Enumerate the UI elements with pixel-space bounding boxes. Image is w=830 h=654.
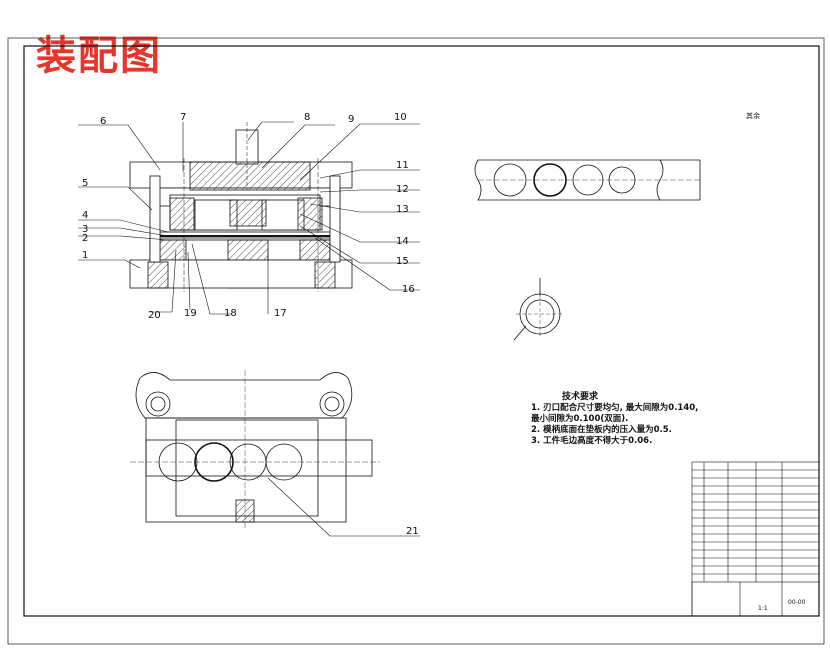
callout-17: 17	[274, 308, 287, 319]
callout-18: 18	[224, 308, 237, 319]
callout-16: 16	[402, 284, 415, 295]
strip-layout	[474, 159, 701, 201]
drawing-number: 00-00	[788, 599, 806, 606]
callout-9: 9	[348, 114, 354, 125]
callout-10: 10	[394, 112, 407, 123]
callout-5: 5	[82, 178, 88, 189]
callout-19: 19	[184, 308, 197, 319]
callout-labels: 1 2 3 4 5 6 7 8 9 10 11 12 13 14 15 16 1…	[82, 112, 419, 537]
callout-13: 13	[396, 204, 409, 215]
part-detail	[513, 278, 564, 341]
tech-requirement-line-3: 2. 模柄底面在垫板内的压入量为0.5.	[531, 425, 672, 435]
callout-4: 4	[82, 210, 88, 221]
callout-6: 6	[100, 116, 106, 127]
front-section-view	[129, 122, 353, 292]
callout-20: 20	[148, 310, 161, 321]
outer-border	[7, 37, 825, 645]
callout-8: 8	[304, 112, 310, 123]
tech-requirement-line-1: 1. 刃口配合尺寸要均匀, 最大间隙为0.140,	[531, 403, 699, 413]
callout-14: 14	[396, 236, 409, 247]
callout-12: 12	[396, 184, 409, 195]
callout-21: 21	[406, 526, 419, 537]
tech-requirement-line-2: 最小间隙为0.100(双面).	[531, 414, 629, 424]
leader-lines	[78, 121, 420, 537]
scale-value: 1:1	[758, 605, 768, 612]
drawing-title: 装配图	[36, 32, 162, 79]
callout-2: 2	[82, 233, 88, 244]
plan-view	[130, 370, 380, 530]
title-block	[691, 461, 820, 617]
tech-requirement-line-4: 3. 工件毛边高度不得大于0.06.	[531, 436, 653, 446]
callout-15: 15	[396, 256, 409, 267]
tech-requirements-heading: 技术要求	[562, 392, 599, 402]
inner-border	[23, 45, 820, 617]
callout-11: 11	[396, 160, 409, 171]
callout-1: 1	[82, 250, 88, 261]
corner-note: 其余	[746, 111, 760, 120]
callout-3: 3	[82, 224, 88, 235]
callout-7: 7	[180, 112, 186, 123]
